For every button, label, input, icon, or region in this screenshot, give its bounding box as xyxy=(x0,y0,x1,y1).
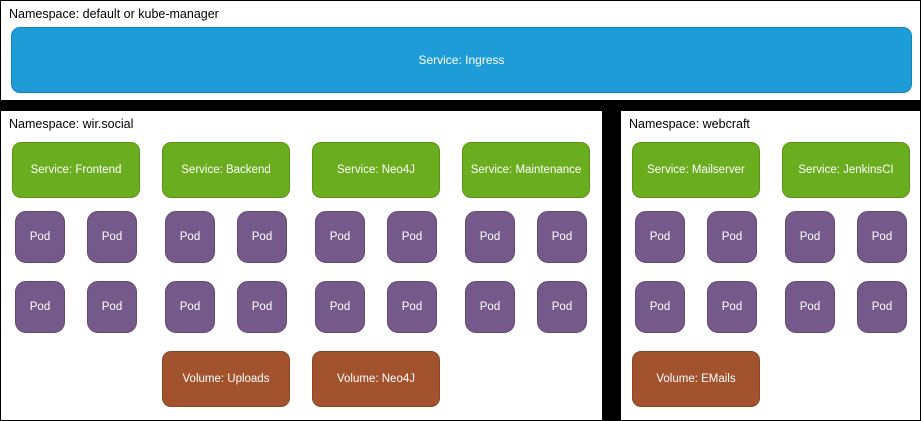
volume-node-neo4j[interactable]: Volume: Neo4J xyxy=(312,351,440,407)
pod-node[interactable]: Pod xyxy=(15,211,65,263)
service-node-backend[interactable]: Service: Backend xyxy=(162,142,290,198)
pod-node[interactable]: Pod xyxy=(87,211,137,263)
pod-node[interactable]: Pod xyxy=(785,281,835,333)
pod-node[interactable]: Pod xyxy=(237,211,287,263)
volume-node-uploads[interactable]: Volume: Uploads xyxy=(162,351,290,407)
service-node-frontend[interactable]: Service: Frontend xyxy=(12,142,140,198)
pod-node[interactable]: Pod xyxy=(315,211,365,263)
service-node-ingress[interactable]: Service: Ingress xyxy=(11,27,912,93)
service-node-mailserver[interactable]: Service: Mailserver xyxy=(632,142,760,198)
pod-node[interactable]: Pod xyxy=(857,281,907,333)
pod-node[interactable]: Pod xyxy=(315,281,365,333)
pod-node[interactable]: Pod xyxy=(707,211,757,263)
pod-node[interactable]: Pod xyxy=(635,211,685,263)
pod-node[interactable]: Pod xyxy=(465,211,515,263)
service-node-maintenance[interactable]: Service: Maintenance xyxy=(462,142,590,198)
pod-node[interactable]: Pod xyxy=(465,281,515,333)
pod-node[interactable]: Pod xyxy=(387,281,437,333)
pod-node[interactable]: Pod xyxy=(165,281,215,333)
pod-node[interactable]: Pod xyxy=(237,281,287,333)
pod-node[interactable]: Pod xyxy=(387,211,437,263)
volume-node-emails[interactable]: Volume: EMails xyxy=(632,351,760,407)
pod-node[interactable]: Pod xyxy=(87,281,137,333)
pod-node[interactable]: Pod xyxy=(785,211,835,263)
namespace-panel-default: Namespace: default or kube-manager Servi… xyxy=(0,0,921,101)
pod-node[interactable]: Pod xyxy=(537,281,587,333)
service-node-neo4j[interactable]: Service: Neo4J xyxy=(312,142,440,198)
pod-node[interactable]: Pod xyxy=(635,281,685,333)
pod-node[interactable]: Pod xyxy=(707,281,757,333)
namespace-label-default: Namespace: default or kube-manager xyxy=(9,7,219,21)
pod-node[interactable]: Pod xyxy=(165,211,215,263)
namespace-label-webcraft: Namespace: webcraft xyxy=(629,117,750,131)
service-node-jenkinsci[interactable]: Service: JenkinsCI xyxy=(782,142,910,198)
namespace-label-wir-social: Namespace: wir.social xyxy=(9,117,134,131)
pod-node[interactable]: Pod xyxy=(15,281,65,333)
pod-node[interactable]: Pod xyxy=(857,211,907,263)
pod-node[interactable]: Pod xyxy=(537,211,587,263)
